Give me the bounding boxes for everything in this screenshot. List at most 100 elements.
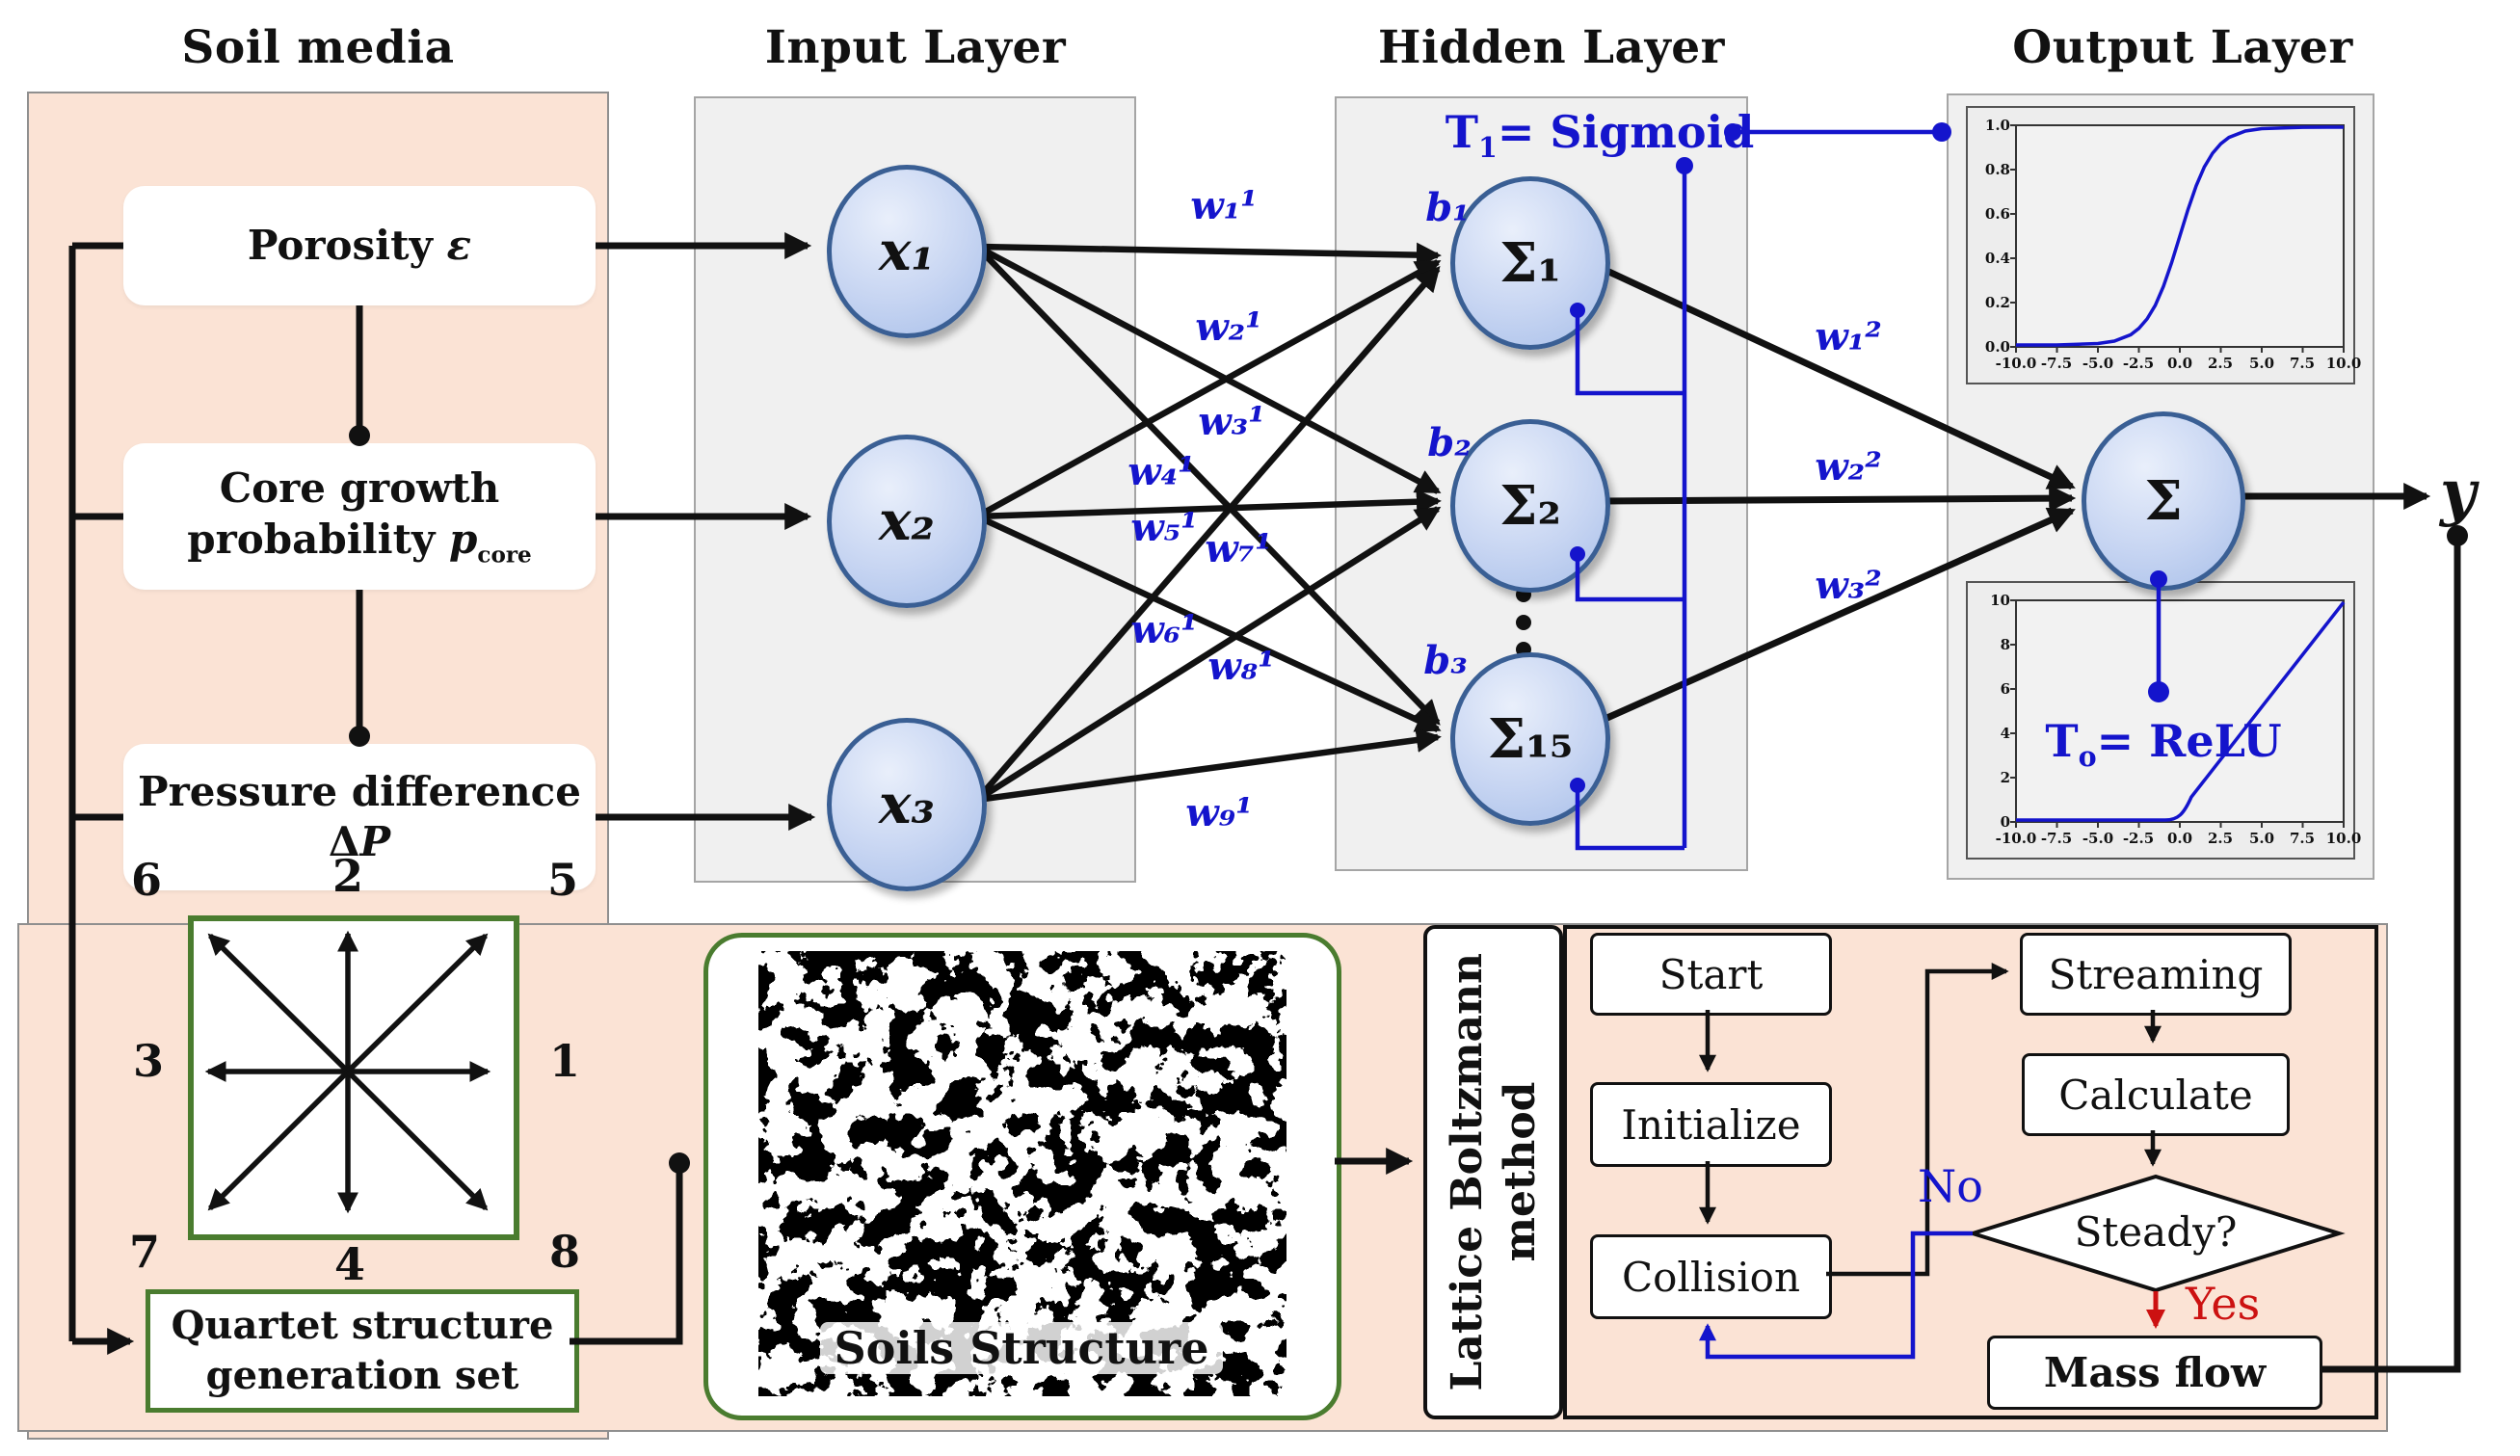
sigmoid-xtick: 0.0 [2166,355,2193,372]
output-y-label: y [2440,457,2477,529]
qsgs-line2: generation set [205,1353,519,1398]
soils-structure-caption: Soils Structure [732,1322,1311,1374]
porosity-symbol: ε [446,221,472,269]
d2q9-dir-3: 3 [132,1035,164,1087]
input-node-x1: x₁ [827,165,987,338]
flowchart-collision-box: Collision [1590,1234,1832,1319]
sigmoid-ytick: 1.0 [1984,117,2010,134]
lbm-line2: method [1495,1082,1545,1262]
relu-ytick: 0 [2000,813,2010,831]
output-layer-title: Output Layer [2012,21,2353,74]
relu-curve [2016,600,2346,822]
soil-media-title: Soil media [181,21,455,74]
flowchart-massflow-box: Mass flow [1987,1336,2322,1410]
sigmoid-plot: 1.0 0.8 0.6 0.4 0.2 0.0 -10.0 -7.5 -5.0 … [1966,106,2361,384]
bias-b1: b₁ [1425,185,1470,230]
flowchart-no-label: No [1918,1160,1983,1212]
relu-xtick: 0.0 [2166,830,2193,847]
lbm-line1: Lattice Boltzmann [1442,953,1492,1391]
output-node-sigma: Σ [2082,411,2245,591]
d2q9-dir-7: 7 [128,1226,160,1278]
weight-w2-1: w₂¹ [1195,304,1262,350]
sigmoid-ytick: 0.4 [1984,250,2010,267]
weight-w2-2: w₂² [1815,444,1882,490]
sigmoid-xtick: 10.0 [2325,355,2362,372]
relu-ytick: 8 [2000,636,2010,653]
relu-xtick: 2.5 [2207,830,2234,847]
flowchart-yes-label: Yes [2186,1278,2261,1330]
d2q9-dir-1: 1 [548,1035,580,1087]
pressure-box: Pressure difference ΔP [123,744,596,890]
relu-xtick: 10.0 [2325,830,2362,847]
input-node-x2: x₂ [827,435,987,608]
delta-symbol: Δ [328,818,360,865]
sigmoid-ytick: 0.0 [1984,338,2010,356]
sigmoid-ytick: 0.2 [1984,294,2010,311]
sigma2-label: Σ₂ [1499,474,1562,538]
lbm-label-box: Lattice Boltzmann method [1423,925,1563,1419]
core-growth-line1: Core growth [219,464,500,513]
relu-ytick: 10 [1990,592,2010,609]
sigmoid-curve [2016,125,2345,347]
input-node-x3: x₃ [827,718,987,891]
sigmoid-xtick: 5.0 [2248,355,2275,372]
sigma15-label: Σ₁₅ [1487,707,1574,771]
p-core-symbol: p [449,515,478,563]
relu-xtick: -2.5 [2122,830,2155,847]
sigma1-label: Σ₁ [1499,231,1562,295]
sigmoid-xtick: 2.5 [2207,355,2234,372]
flowchart-initialize-box: Initialize [1590,1082,1832,1167]
relu-ytick: 2 [2000,769,2010,786]
bias-b2: b₂ [1427,420,1472,465]
weight-w8-1: w₈¹ [1207,644,1275,689]
qsgs-box: Quartet structure generation set [146,1289,579,1413]
flowchart-start-box: Start [1590,933,1832,1016]
output-activation-label: To= ReLU [2033,715,2294,773]
d2q9-dir-4: 4 [333,1238,365,1290]
relu-ytick: 4 [2000,725,2010,742]
porosity-box: Porosity ε [123,186,596,305]
to-post: = ReLU [2096,715,2282,767]
flowchart-calculate-box: Calculate [2022,1053,2290,1136]
output-sigma-label: Σ [2144,469,2183,533]
flowchart-steady-label: Steady? [2074,1208,2238,1256]
x3-label: x₃ [879,773,935,836]
sigmoid-xtick: -5.0 [2082,355,2114,372]
sigmoid-ytick: 0.8 [1984,161,2010,178]
to-sub: o [2078,740,2097,774]
core-growth-box: Core growth probability pcore [123,443,596,590]
t1-sub: 1 [1477,131,1498,165]
x2-label: x₂ [879,490,935,553]
relu-xtick: 7.5 [2289,830,2316,847]
relu-ytick: 6 [2000,680,2010,698]
weight-w1-1: w₁¹ [1190,183,1258,228]
bias-b3: b₃ [1423,638,1468,683]
d2q9-dir-8: 8 [548,1226,580,1278]
t1-post: = Sigmoid [1497,106,1755,158]
weight-w3-2: w₃² [1815,563,1882,608]
qsgs-line1: Quartet structure [171,1303,554,1348]
relu-xtick: -10.0 [1995,830,2037,847]
relu-xtick: -7.5 [2040,830,2073,847]
d2q9-dir-5: 5 [546,854,578,906]
pressure-p-symbol: P [359,818,391,865]
relu-xtick: 5.0 [2248,830,2275,847]
hidden-activation-label: T1= Sigmoid [1426,106,1773,164]
weight-w3-1: w₃¹ [1198,399,1265,444]
d2q9-dir-6: 6 [130,854,162,906]
d2q9-dir-2: 2 [332,850,363,902]
hidden-layer-title: Hidden Layer [1378,21,1725,74]
input-layer-title: Input Layer [764,21,1067,74]
t1-pre: T [1445,106,1478,158]
sigmoid-plot-axes [2010,124,2345,353]
to-pre: T [2045,715,2079,767]
weight-w4-1: w₄¹ [1127,449,1195,494]
p-core-subscript: core [477,542,532,569]
weight-w7-1: w₇¹ [1205,526,1272,571]
core-growth-line2: probability [187,515,450,563]
weight-w1-2: w₁² [1815,314,1882,359]
sigmoid-xtick: 7.5 [2289,355,2316,372]
porosity-label: Porosity [247,221,447,269]
relu-xtick: -5.0 [2082,830,2114,847]
